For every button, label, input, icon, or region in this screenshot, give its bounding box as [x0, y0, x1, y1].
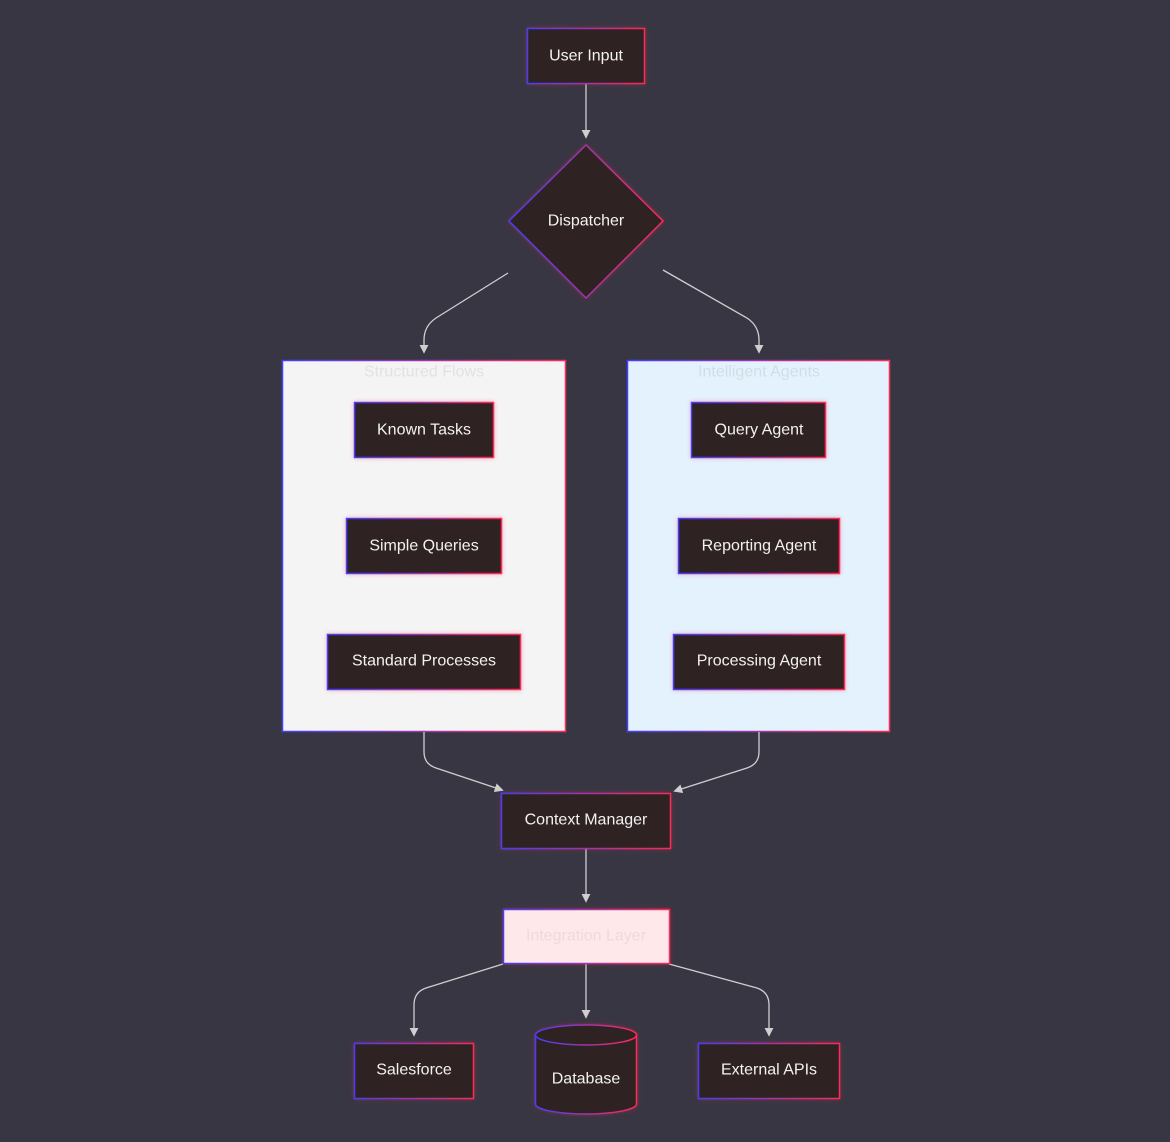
edge-integration-layer-to-salesforce — [409, 963, 504, 1037]
node-user-input[interactable]: User Input — [526, 27, 646, 85]
node-dispatcher[interactable]: Dispatcher — [507, 143, 665, 300]
node-context-manager-label: Context Manager — [525, 812, 648, 829]
node-integration-layer[interactable]: Integration Layer — [502, 908, 671, 965]
node-query-agent-label: Query Agent — [715, 422, 805, 439]
node-database[interactable]: Database — [534, 1024, 638, 1115]
edge-dispatcher-to-intelligent-agents — [662, 269, 764, 354]
node-query-agent[interactable]: Query Agent — [690, 401, 827, 459]
node-integration-layer-label: Integration Layer — [526, 928, 647, 945]
node-database-label: Database — [552, 1071, 621, 1088]
edge-structured-flows-to-context-manager — [423, 732, 504, 792]
node-external-apis[interactable]: External APIs — [697, 1042, 841, 1100]
group-intelligent-agents-label: Intelligent Agents — [698, 364, 820, 381]
node-simple-queries-label: Simple Queries — [369, 538, 478, 555]
node-known-tasks[interactable]: Known Tasks — [353, 401, 495, 459]
node-standard-processes-label: Standard Processes — [352, 653, 496, 670]
node-processing-agent-label: Processing Agent — [697, 653, 822, 670]
node-salesforce-label: Salesforce — [376, 1062, 452, 1079]
node-reporting-agent-label: Reporting Agent — [702, 538, 817, 555]
edge-dispatcher-to-structured-flows — [419, 272, 509, 354]
node-salesforce[interactable]: Salesforce — [353, 1042, 475, 1100]
group-structured-flows-label: Structured Flows — [364, 364, 484, 381]
edge-intelligent-agents-to-context-manager — [673, 732, 760, 794]
node-reporting-agent[interactable]: Reporting Agent — [677, 517, 841, 575]
node-dispatcher-label: Dispatcher — [548, 213, 625, 230]
edges — [409, 84, 774, 1037]
node-context-manager[interactable]: Context Manager — [500, 792, 672, 850]
node-user-input-label: User Input — [549, 48, 623, 65]
node-external-apis-label: External APIs — [721, 1062, 817, 1079]
edge-integration-layer-to-external-apis — [668, 963, 774, 1037]
node-standard-processes[interactable]: Standard Processes — [326, 633, 522, 691]
node-known-tasks-label: Known Tasks — [377, 422, 471, 439]
node-processing-agent[interactable]: Processing Agent — [672, 633, 846, 691]
node-simple-queries[interactable]: Simple Queries — [345, 517, 503, 575]
